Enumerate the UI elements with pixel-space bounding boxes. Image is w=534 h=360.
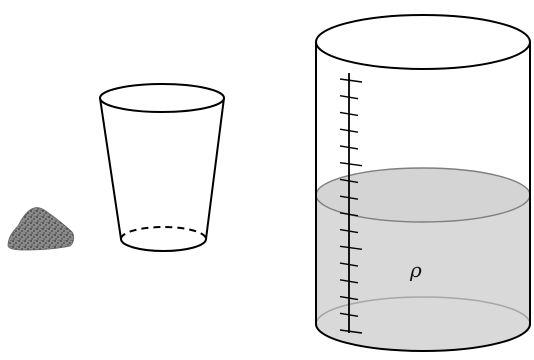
scale-tick <box>339 195 359 200</box>
scale-tick <box>339 95 359 100</box>
scale-tick <box>339 78 363 83</box>
empty-beaker <box>99 83 225 252</box>
cylinder-bottom-back <box>315 296 531 325</box>
beaker-side-right <box>205 97 225 240</box>
scale-tick <box>339 312 359 317</box>
beaker-bottom-front <box>120 238 207 252</box>
scale-tick <box>339 145 359 150</box>
cylinder-top-rim <box>315 14 531 70</box>
scale-tick <box>339 279 359 284</box>
density-label: ρ <box>409 258 422 282</box>
granular-sample-pile <box>7 207 75 251</box>
scale-tick <box>339 262 359 267</box>
scale-tick <box>339 295 359 301</box>
scale-tick <box>339 111 359 117</box>
scale-tick <box>339 329 363 334</box>
scale-tick <box>339 245 363 251</box>
graduation-scale <box>339 73 363 334</box>
scale-tick <box>339 178 359 184</box>
sample-pile-shape <box>7 207 75 251</box>
scale-tick <box>339 212 359 217</box>
graduated-cylinder: ρ <box>315 14 531 352</box>
beaker-side-left <box>99 97 122 240</box>
beaker-rim <box>99 83 225 113</box>
liquid-body <box>316 195 530 351</box>
cylinder-bottom-front <box>315 323 531 352</box>
scale-tick <box>339 161 363 167</box>
scale-tick <box>339 128 359 133</box>
scale-tick <box>339 228 359 234</box>
beaker-bottom-back-hidden <box>120 226 207 240</box>
